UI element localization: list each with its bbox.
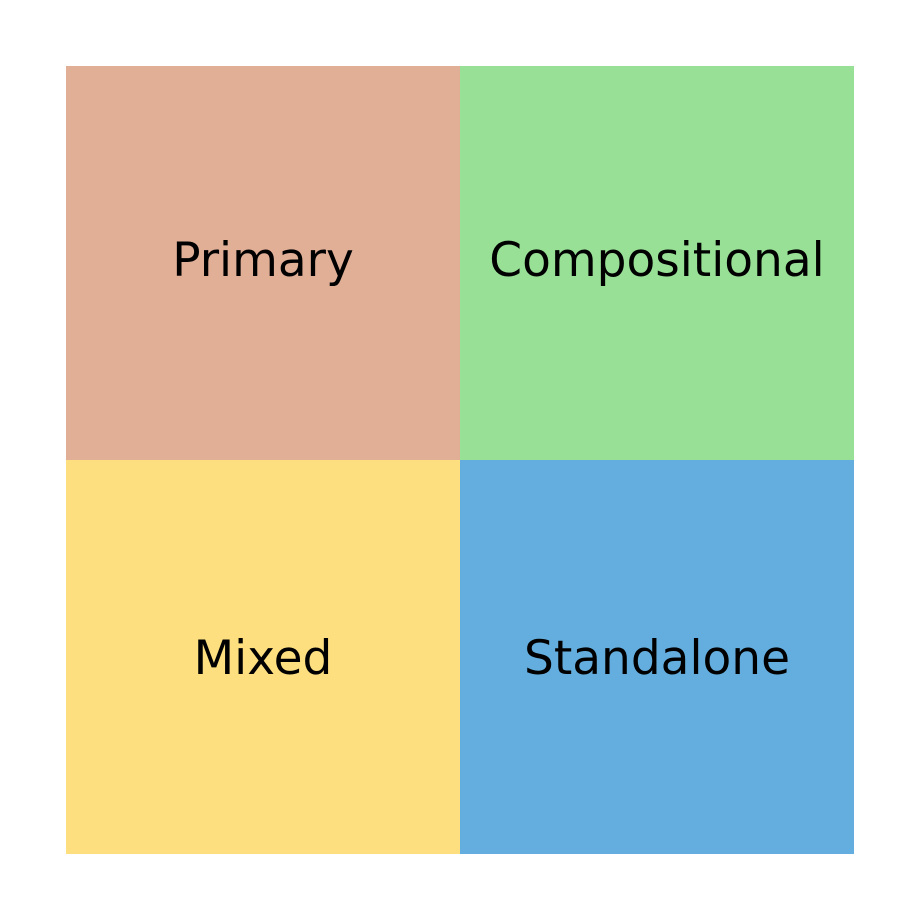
quadrant-standalone: Standalone [460,460,854,854]
quadrant-mixed: Mixed [66,460,460,854]
quadrant-label-primary: Primary [172,233,354,288]
quadrant-primary: Primary [66,66,460,460]
quadrant-diagram: Primary Compositional Mixed Standalone [66,66,854,854]
quadrant-compositional: Compositional [460,66,854,460]
quadrant-label-compositional: Compositional [489,233,825,288]
quadrant-label-standalone: Standalone [523,630,790,686]
quadrant-label-mixed: Mixed [193,630,333,686]
